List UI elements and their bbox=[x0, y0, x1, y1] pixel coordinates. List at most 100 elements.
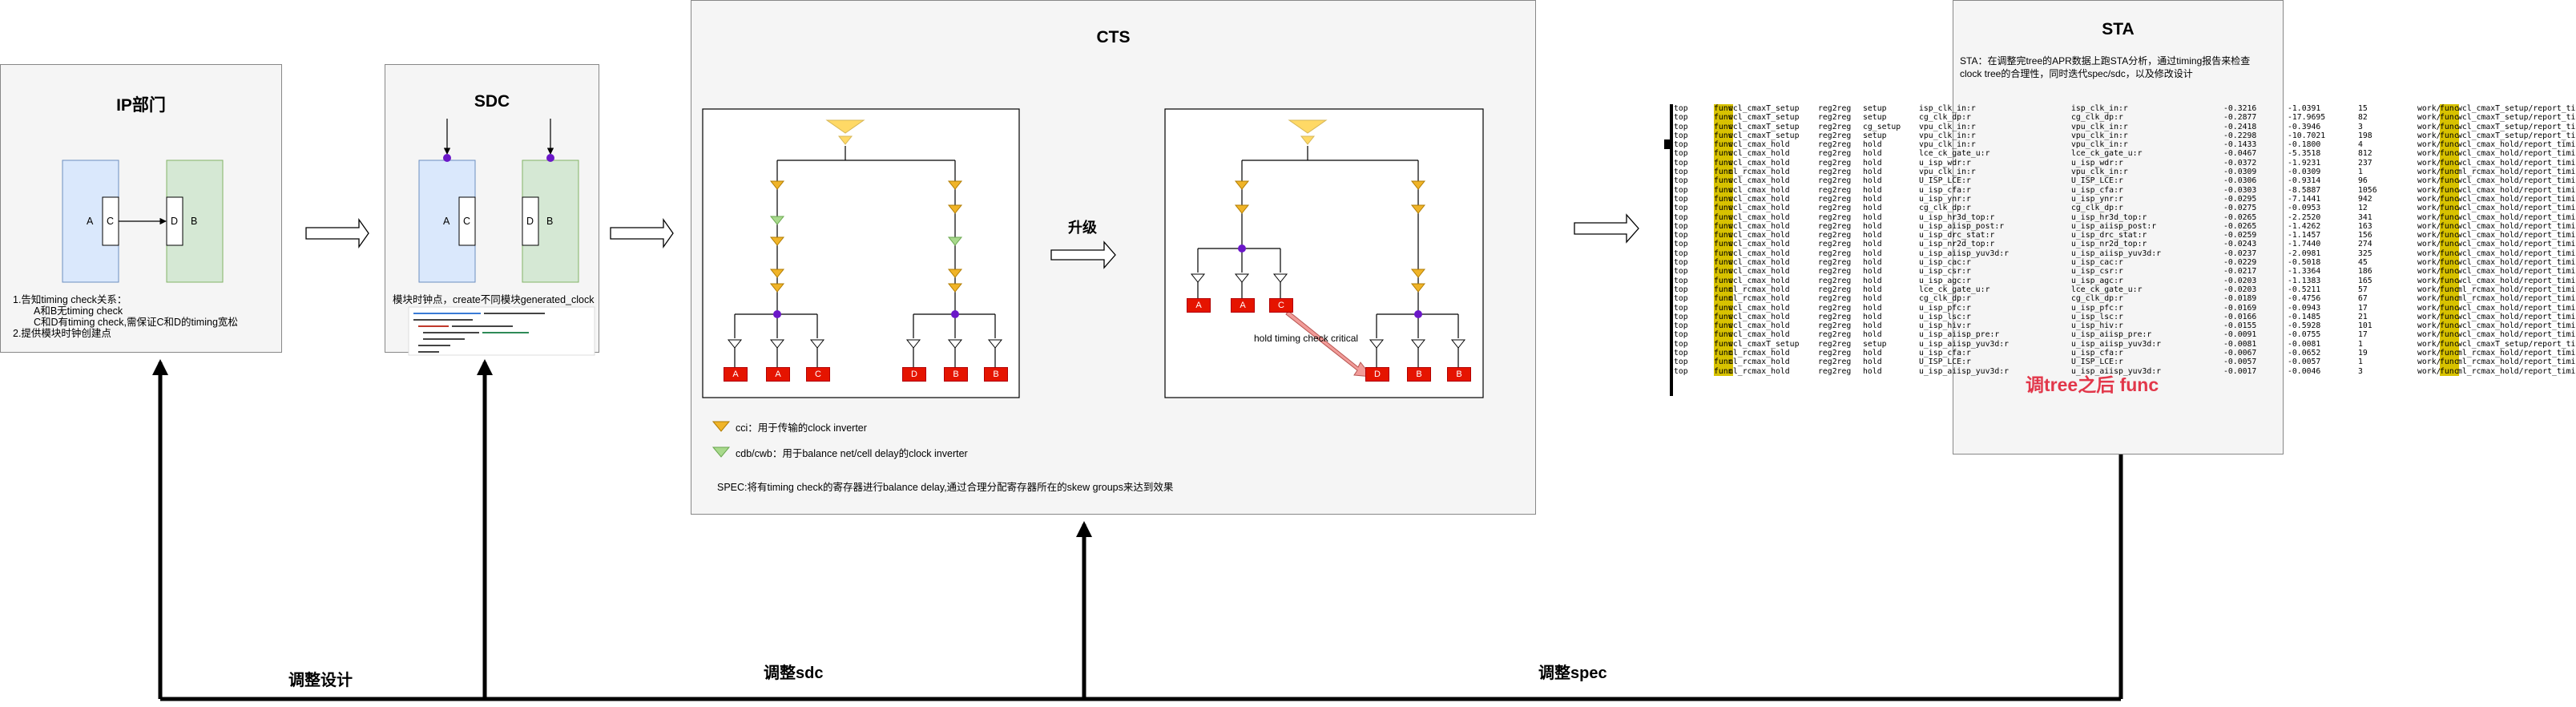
sta-table-cell: work/ bbox=[2417, 113, 2441, 123]
sta-table-cell: -0.2877 bbox=[2223, 113, 2257, 123]
sta-table-cell: -0.0467 bbox=[2223, 149, 2257, 159]
sta-table-cell: hold bbox=[1863, 330, 1882, 340]
sta-table-cell: reg2reg bbox=[1818, 149, 1852, 159]
sta-table-cell: hold bbox=[1863, 294, 1882, 304]
sta-table-cell: u_isp_cfa:r bbox=[2071, 185, 2123, 195]
sta-table-cell: hold bbox=[1863, 212, 1882, 222]
sta-table-cell: -0.0017 bbox=[2223, 366, 2257, 376]
sta-table-cell: -0.0203 bbox=[2223, 276, 2257, 285]
sta-table-cell: top bbox=[1674, 185, 1688, 195]
sta-table-cell: wcl_cmax_hold/report_timing.min.gz bbox=[2457, 194, 2576, 204]
sta-table-cell: -1.0391 bbox=[2288, 104, 2321, 113]
sta-table-cell: u_isp_aiisp_yuv3d:r bbox=[2071, 339, 2162, 349]
sta-table-cell: lce_ck_gate_u:r bbox=[2071, 285, 2143, 294]
sta-table-cell: wcl_cmax_hold bbox=[1728, 330, 1790, 340]
sta-table-cell: wcl_cmax_hold bbox=[1728, 212, 1790, 222]
sta-table-cell: top bbox=[1674, 131, 1688, 140]
sta-table-cell: func bbox=[2440, 294, 2459, 304]
sta-table-cell: reg2reg bbox=[1818, 221, 1852, 231]
sta-table-cell: work/ bbox=[2417, 276, 2441, 285]
sta-table-cell: ml_rcmax_hold bbox=[1728, 285, 1790, 294]
sta-table-cell: work/ bbox=[2417, 194, 2441, 204]
sta-table-cell: func bbox=[2440, 258, 2459, 268]
sta-table-cell: reg2reg bbox=[1818, 303, 1852, 313]
sta-table-cell: func bbox=[1714, 366, 1733, 376]
sta-table-cell: 186 bbox=[2358, 267, 2372, 277]
sdc-block-c-label: C bbox=[463, 216, 471, 227]
sta-table-cell: 165 bbox=[2358, 276, 2372, 285]
ip-block-b-label: B bbox=[191, 216, 198, 227]
sta-table-cell: func bbox=[2440, 366, 2459, 376]
cts-left-node-a bbox=[773, 310, 781, 318]
sta-table-cell: -0.0169 bbox=[2223, 303, 2257, 313]
sta-table-cell: top bbox=[1674, 204, 1688, 213]
sta-table-cell: top bbox=[1674, 176, 1688, 186]
sta-table-cell: top bbox=[1674, 303, 1688, 313]
sta-table-cell: wcl_cmaxT_setup bbox=[1728, 131, 1800, 140]
sta-table-cell: wcl_cmax_hold/report_timing.min.gz bbox=[2457, 140, 2576, 150]
sta-table-cell: top bbox=[1674, 312, 1688, 321]
sta-table-cell: func bbox=[1714, 212, 1733, 222]
sta-table-cell: work/ bbox=[2417, 240, 2441, 249]
cts-right-sink-5: B bbox=[1447, 367, 1471, 382]
sta-table-cell: func bbox=[2440, 204, 2459, 213]
cts-right-node-a bbox=[1238, 244, 1246, 252]
sta-table-cell: func bbox=[2440, 221, 2459, 232]
sta-table-cell: -0.0652 bbox=[2288, 349, 2321, 358]
sta-table-cell: hold bbox=[1863, 221, 1882, 231]
sta-table-cell: u_isp_cfa:r bbox=[1919, 185, 1971, 195]
sta-table-cell: 17 bbox=[2358, 330, 2368, 340]
sta-table-cell: func bbox=[1714, 258, 1733, 268]
sta-table-cell: func bbox=[2440, 240, 2459, 249]
sta-table-cell: 163 bbox=[2358, 221, 2372, 231]
sta-table-cell: lce_ck_gate_u:r bbox=[2071, 149, 2143, 159]
cts-right-sink-1: A bbox=[1231, 298, 1255, 313]
sta-table-cell: top bbox=[1674, 339, 1688, 349]
sta-table-cell: wcl_cmaxT_setup/report_timing.max.gz bbox=[2457, 113, 2576, 123]
sta-table-cell: wcl_cmax_hold/report_timing.min.gz bbox=[2457, 221, 2576, 231]
sta-table-cell: wcl_cmax_hold/report_timing.min.gz bbox=[2457, 149, 2576, 159]
sta-table-cell: func bbox=[1714, 231, 1733, 240]
sta-table-cell: -5.3518 bbox=[2288, 149, 2321, 159]
sta-table-cell: -0.0953 bbox=[2288, 204, 2321, 213]
sta-table-cell: u_isp_aiisp_yuv3d:r bbox=[1919, 339, 2010, 349]
cts-right-sink-3: D bbox=[1365, 367, 1389, 382]
sta-table-cell: -2.2520 bbox=[2288, 212, 2321, 222]
sta-table-cell: -0.5018 bbox=[2288, 258, 2321, 268]
sdc-blocks bbox=[418, 119, 579, 283]
sta-table-cell: top bbox=[1674, 258, 1688, 268]
cts-left-node-b bbox=[951, 310, 959, 318]
sta-table-cell: -0.0303 bbox=[2223, 185, 2257, 195]
sta-table-cell: hold bbox=[1863, 204, 1882, 213]
sta-table-cell: U_ISP_LCE:r bbox=[2071, 358, 2123, 367]
sta-table-cell: func bbox=[1714, 176, 1733, 186]
sta-table-cell: work/ bbox=[2417, 366, 2441, 376]
spec-note: SPEC:将有timing check的寄存器进行balance delay,通… bbox=[717, 482, 1174, 493]
sta-table-cell: -0.3946 bbox=[2288, 122, 2321, 131]
sta-table-cell: wcl_cmax_hold/report_timing.min.gz bbox=[2457, 321, 2576, 331]
sta-table-cell: -0.0203 bbox=[2223, 285, 2257, 294]
sta-table-cell: -0.0309 bbox=[2288, 168, 2321, 177]
sta-table-cell: work/ bbox=[2417, 339, 2441, 349]
sta-table-cell: reg2reg bbox=[1818, 131, 1852, 140]
sta-table-cell: -0.0259 bbox=[2223, 231, 2257, 240]
sta-table-cell: func bbox=[1714, 312, 1733, 322]
sta-table-cell: func bbox=[1714, 185, 1733, 195]
sta-table-cell: hold bbox=[1863, 258, 1882, 268]
sta-table-cell: U_ISP_LCE:r bbox=[1919, 176, 1971, 186]
sta-table-cell: -0.0155 bbox=[2223, 321, 2257, 331]
sta-table-cell: wcl_cmax_hold bbox=[1728, 321, 1790, 331]
sta-table-cell: 198 bbox=[2358, 131, 2372, 140]
sta-table-cell: 17 bbox=[2358, 303, 2368, 313]
sta-table-cell: top bbox=[1674, 122, 1688, 131]
sta-table-cell: func bbox=[1714, 303, 1733, 313]
sta-table-cell: work/ bbox=[2417, 168, 2441, 177]
sta-table-cell: u_isp_csr:r bbox=[1919, 267, 1971, 277]
